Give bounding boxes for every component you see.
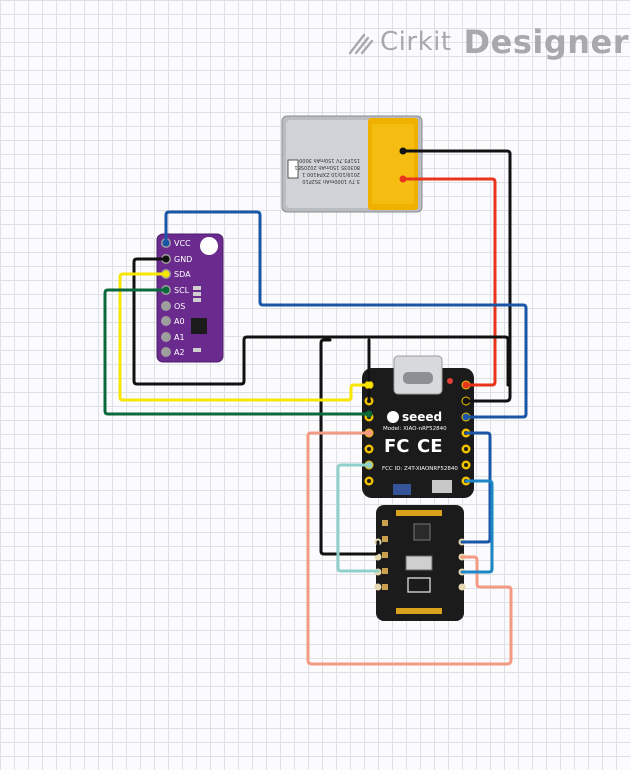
logo-cirkit-text: Cirkit bbox=[380, 27, 452, 57]
logo-designer-text: Designer bbox=[463, 23, 629, 61]
bottom-button bbox=[393, 484, 411, 495]
wire-green-scl[interactable] bbox=[103, 288, 371, 416]
pin-label-sda: SDA bbox=[174, 270, 191, 279]
pin-label-a1: A1 bbox=[174, 333, 185, 342]
pencil-circuit-icon bbox=[348, 33, 374, 55]
wire-red-battery[interactable] bbox=[401, 177, 497, 387]
sensor-pin[interactable]: OS bbox=[161, 301, 185, 311]
wire-lightblue-radar[interactable] bbox=[460, 479, 494, 574]
seeed-leaf-icon bbox=[387, 411, 399, 423]
sensor-board[interactable]: VCC GND SDA SCL OS A0 A1 A2 bbox=[156, 233, 224, 363]
wire-salmon[interactable] bbox=[306, 431, 513, 666]
pin-label-scl: SCL bbox=[174, 286, 190, 295]
wire-black-radar[interactable] bbox=[319, 338, 380, 556]
pin-label-gnd: GND bbox=[174, 255, 192, 264]
xiao-nrf52840-board[interactable]: seeed Model: XIAO-nRF52840 FC CE FCC ID:… bbox=[362, 355, 474, 498]
fcc-mark: FC bbox=[384, 436, 410, 457]
mounting-hole bbox=[200, 237, 218, 255]
xiao-fcc-id-text: FCC ID: Z4T-XIAONRF52840 bbox=[382, 466, 458, 472]
xiao-model-text: Model: XIAO-nRF52840 bbox=[383, 426, 447, 432]
wire-black-battery[interactable] bbox=[401, 149, 512, 403]
pin-label-a0: A0 bbox=[174, 317, 185, 326]
wire-teal[interactable] bbox=[336, 463, 380, 573]
wire-black-gnd[interactable] bbox=[132, 257, 510, 387]
wire-blue-radar[interactable] bbox=[460, 431, 492, 544]
battery-label-line: 803035 150mAh 2020SE1 bbox=[294, 164, 360, 170]
seeed-brand: seeed bbox=[402, 410, 442, 424]
wire-yellow-sda[interactable] bbox=[118, 272, 371, 402]
ce-mark: CE bbox=[417, 436, 443, 457]
sensor-pin[interactable]: A1 bbox=[161, 332, 185, 342]
pin-label-os: OS bbox=[174, 302, 185, 311]
radar-module[interactable] bbox=[374, 505, 466, 621]
pin-label-vcc: VCC bbox=[174, 239, 191, 248]
battery-label-line: 1S1P3.7V 150mAh 3000 bbox=[299, 157, 360, 163]
battery-label-line: 3.7V 1000mAh 3S2P10 bbox=[302, 178, 360, 184]
wire-blue-vcc[interactable] bbox=[164, 210, 528, 419]
pin-label-a2: A2 bbox=[174, 348, 185, 357]
sensor-chip bbox=[191, 318, 207, 334]
battery-label-line: 2019/10/10 ZXP4100 1 bbox=[302, 171, 360, 177]
battery-ce-mark bbox=[287, 159, 299, 179]
sensor-pin[interactable]: A2 bbox=[161, 347, 185, 357]
cirkit-designer-logo: Cirkit Designer bbox=[346, 22, 629, 62]
sensor-pin[interactable]: A0 bbox=[161, 316, 185, 326]
lipo-battery[interactable]: 3.7V 1000mAh 3S2P10 2019/10/10 ZXP4100 1… bbox=[281, 115, 423, 213]
bottom-chip bbox=[432, 480, 452, 493]
